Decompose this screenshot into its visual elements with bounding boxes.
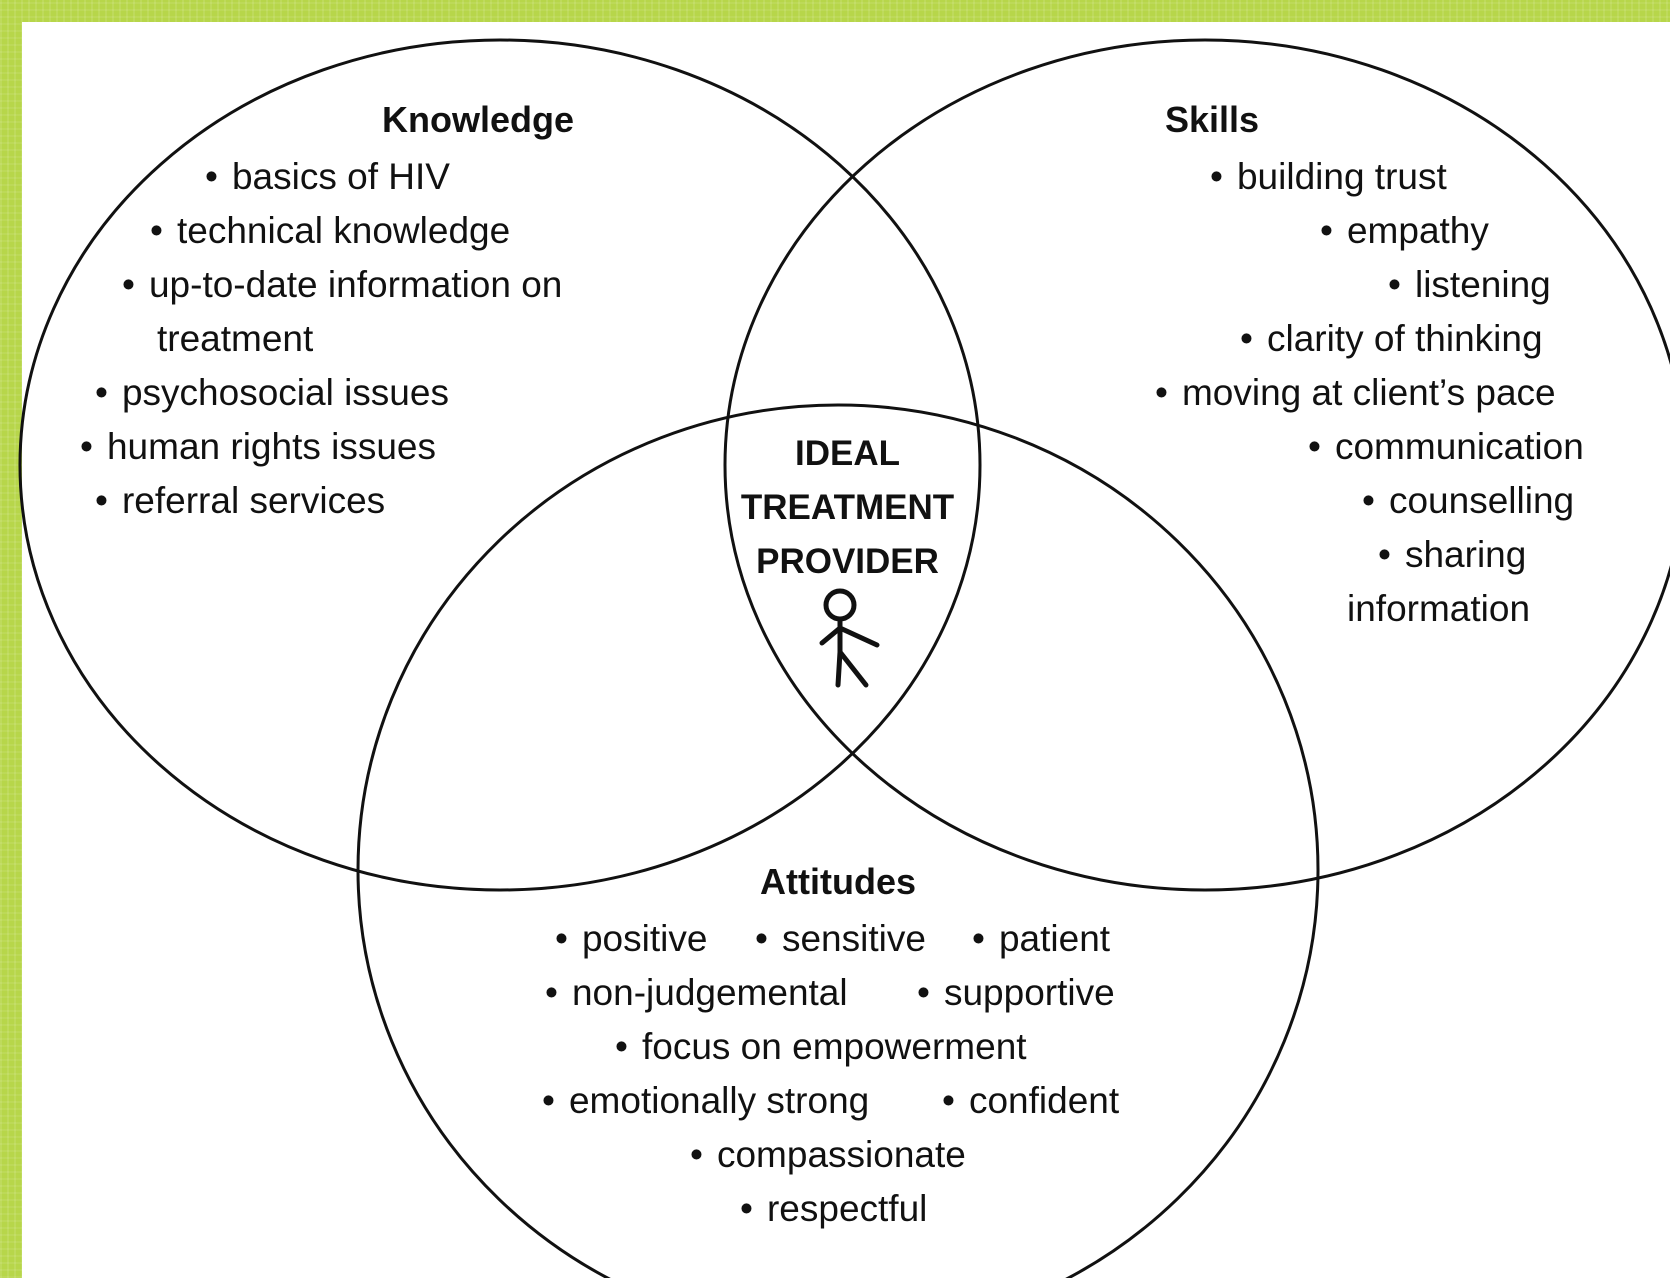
knowledge-item: referral services <box>95 482 385 519</box>
skills-heading: Skills <box>1165 99 1260 140</box>
center-label-line-1: IDEAL <box>795 434 900 473</box>
skills-item-continued: information <box>1347 588 1531 629</box>
skills-item: building trust <box>1210 158 1447 195</box>
attitudes-item: emotionally strong <box>542 1082 869 1119</box>
attitudes-item: patient <box>972 920 1110 957</box>
skills-item: clarity of thinking <box>1240 320 1543 357</box>
center-label-line-2: TREATMENT <box>740 488 955 527</box>
attitudes-item: supportive <box>917 974 1115 1011</box>
skills-item: moving at client’s pace <box>1155 374 1556 411</box>
skills-item: communication <box>1308 428 1584 465</box>
knowledge-item-continued: treatment <box>157 318 314 359</box>
knowledge-item: up-to-date information on <box>122 266 562 303</box>
attitudes-item: respectful <box>740 1190 927 1227</box>
attitudes-item: confident <box>942 1082 1119 1119</box>
knowledge-item: basics of HIV <box>205 158 450 195</box>
center-label-line-3: PROVIDER <box>756 542 939 581</box>
attitudes-item: positive <box>555 920 707 957</box>
knowledge-item: technical knowledge <box>150 212 510 249</box>
skills-item: sharing <box>1378 536 1526 573</box>
knowledge-circle <box>18 38 982 892</box>
attitudes-heading: Attitudes <box>760 861 916 902</box>
skills-circle <box>723 38 1670 892</box>
skills-item: counselling <box>1362 482 1574 519</box>
attitudes-item: sensitive <box>755 920 926 957</box>
knowledge-item: psychosocial issues <box>95 374 449 411</box>
skills-item: empathy <box>1320 212 1489 249</box>
stick-figure-icon <box>819 588 880 688</box>
attitudes-item: non-judgemental <box>545 974 848 1011</box>
skills-item: listening <box>1388 266 1551 303</box>
knowledge-item: human rights issues <box>80 428 436 465</box>
knowledge-heading: Knowledge <box>382 99 575 140</box>
attitudes-item: focus on empowerment <box>615 1028 1027 1065</box>
attitudes-item: compassionate <box>690 1136 966 1173</box>
attitudes-circle <box>356 403 1320 1278</box>
